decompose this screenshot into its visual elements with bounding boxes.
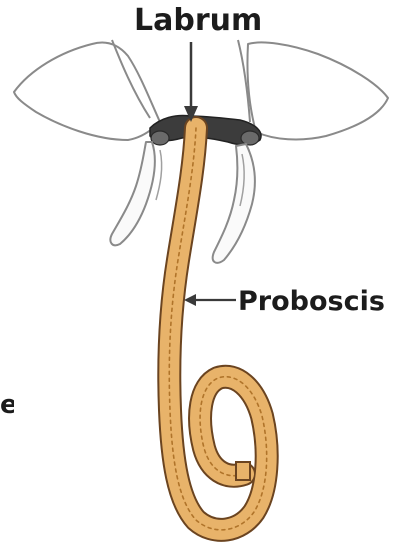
right-palp: [213, 144, 255, 263]
proboscis-arrow: [184, 294, 236, 306]
labrum-left-joint: [151, 131, 169, 145]
head-right-lobe: [247, 42, 388, 139]
labrum-right-joint: [241, 131, 259, 145]
labrum-label: Labrum: [134, 6, 262, 36]
labrum-arrow: [184, 42, 198, 122]
cut-off-label: e: [0, 392, 14, 418]
proboscis-tip: [236, 462, 250, 480]
left-palp: [110, 142, 154, 245]
proboscis-label: Proboscis: [238, 288, 385, 315]
head-left-lobe: [14, 43, 160, 141]
left-palp-inner: [156, 150, 162, 200]
